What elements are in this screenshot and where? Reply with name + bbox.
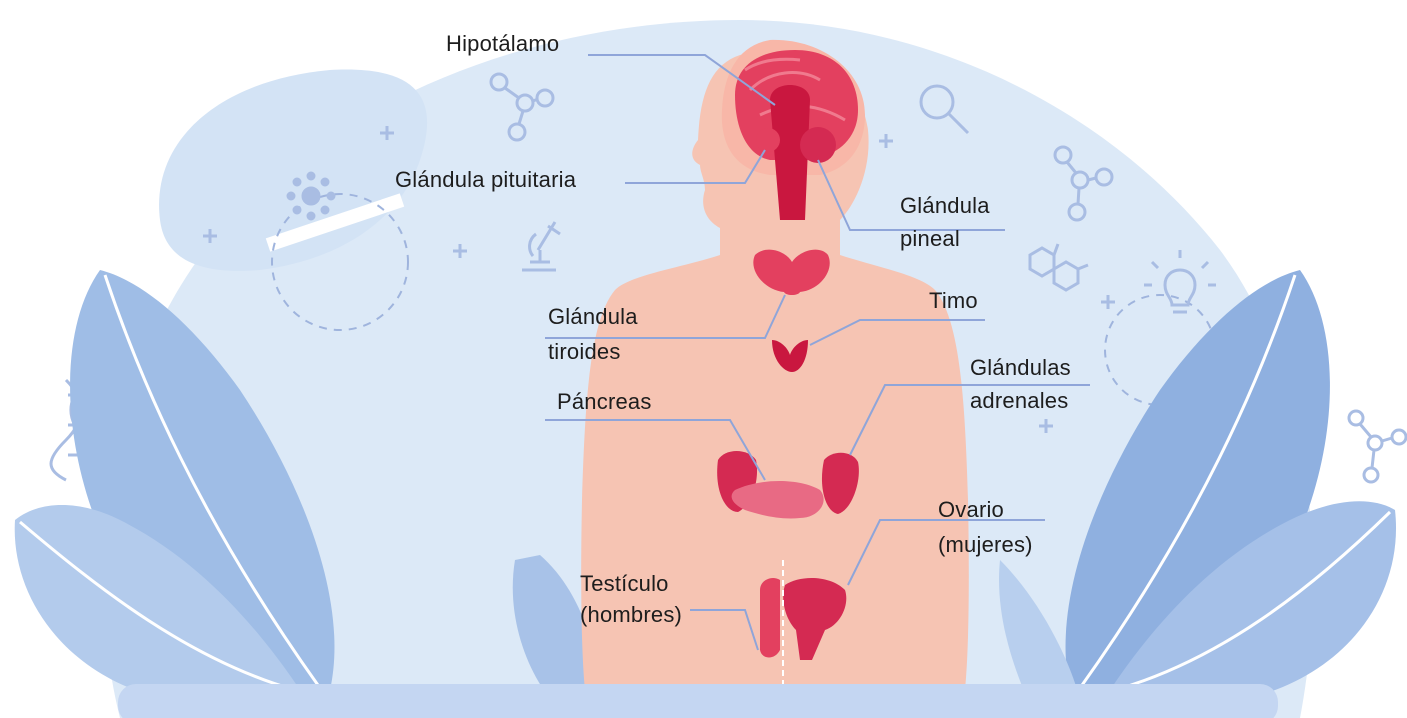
label-ovary-line1: Ovario (938, 496, 1033, 523)
label-pineal: Glándula pineal (900, 192, 990, 252)
label-pineal-line1: Glándula (900, 192, 990, 219)
label-adrenal-line1: Glándulas (970, 354, 1071, 381)
label-thyroid: Glándula tiroides (548, 303, 638, 365)
label-ovary: Ovario (mujeres) (938, 496, 1033, 558)
label-testicle-line1: Testículo (580, 570, 682, 597)
label-hypothalamus: Hipotálamo (446, 30, 559, 57)
base-bar (118, 684, 1278, 718)
label-testicle-line2: (hombres) (580, 601, 682, 628)
testicle (760, 578, 780, 657)
pituitary-gland (756, 128, 780, 152)
label-testicle: Testículo (hombres) (580, 570, 682, 628)
label-ovary-line2: (mujeres) (938, 531, 1033, 558)
pineal-gland (800, 127, 836, 163)
label-pancreas: Páncreas (557, 388, 652, 415)
molecule-icon (1349, 411, 1406, 482)
label-thyroid-line2: tiroides (548, 338, 638, 365)
label-pituitary: Glándula pituitaria (395, 166, 576, 193)
label-thymus: Timo (929, 287, 978, 314)
virus-icon (288, 173, 334, 219)
label-thyroid-line1: Glándula (548, 303, 638, 330)
label-adrenal-line2: adrenales (970, 387, 1071, 414)
label-pineal-line2: pineal (900, 225, 990, 252)
label-adrenal: Glándulas adrenales (970, 354, 1071, 414)
